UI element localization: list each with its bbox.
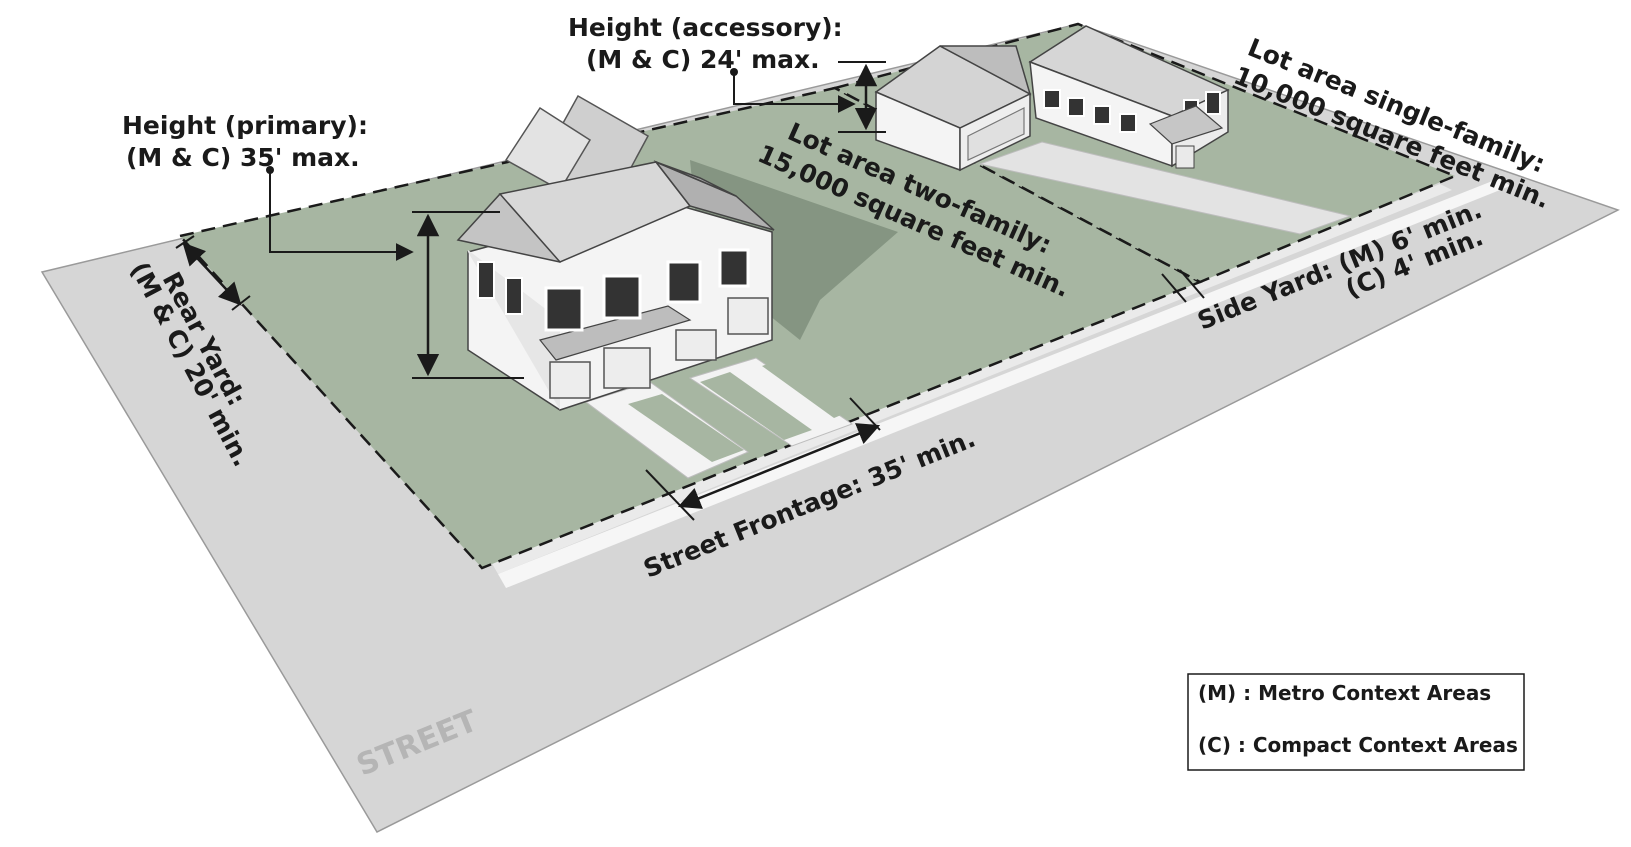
legend-metro: (M) : Metro Context Areas [1198, 681, 1491, 705]
driveway-strip-right [700, 372, 812, 440]
side-yard-tick-1 [1161, 273, 1187, 303]
primary-house [456, 94, 775, 411]
accessory-garage [874, 45, 1032, 172]
height-accessory-label-1: Height (accessory): [568, 13, 843, 42]
single-family-house [1028, 25, 1230, 169]
rear-yard-tick-left [175, 235, 195, 249]
height-primary-label-1: Height (primary): [122, 111, 368, 140]
side-yard-tick-2 [1179, 269, 1205, 299]
driveway-strip-right-2 [762, 356, 858, 418]
frontage-arrow [677, 423, 881, 509]
legend-box: (M) : Metro Context Areas (C) : Compact … [1187, 673, 1525, 771]
frontage-left-tick [645, 469, 695, 521]
driveway-single-family [978, 141, 1352, 235]
height-accessory-label-2: (M & C) 24' max. [586, 45, 820, 74]
rear-yard-tick-right [231, 295, 251, 311]
accessory-height-leader [733, 72, 856, 113]
height-primary-label-2: (M & C) 35' max. [126, 143, 360, 172]
primary-height-leader [269, 170, 414, 261]
primary-height-leader-dot [266, 166, 274, 174]
rear-yard-arrow [182, 242, 242, 306]
legend-compact: (C) : Compact Context Areas [1198, 733, 1518, 757]
accessory-height-leader-dot [730, 68, 738, 76]
